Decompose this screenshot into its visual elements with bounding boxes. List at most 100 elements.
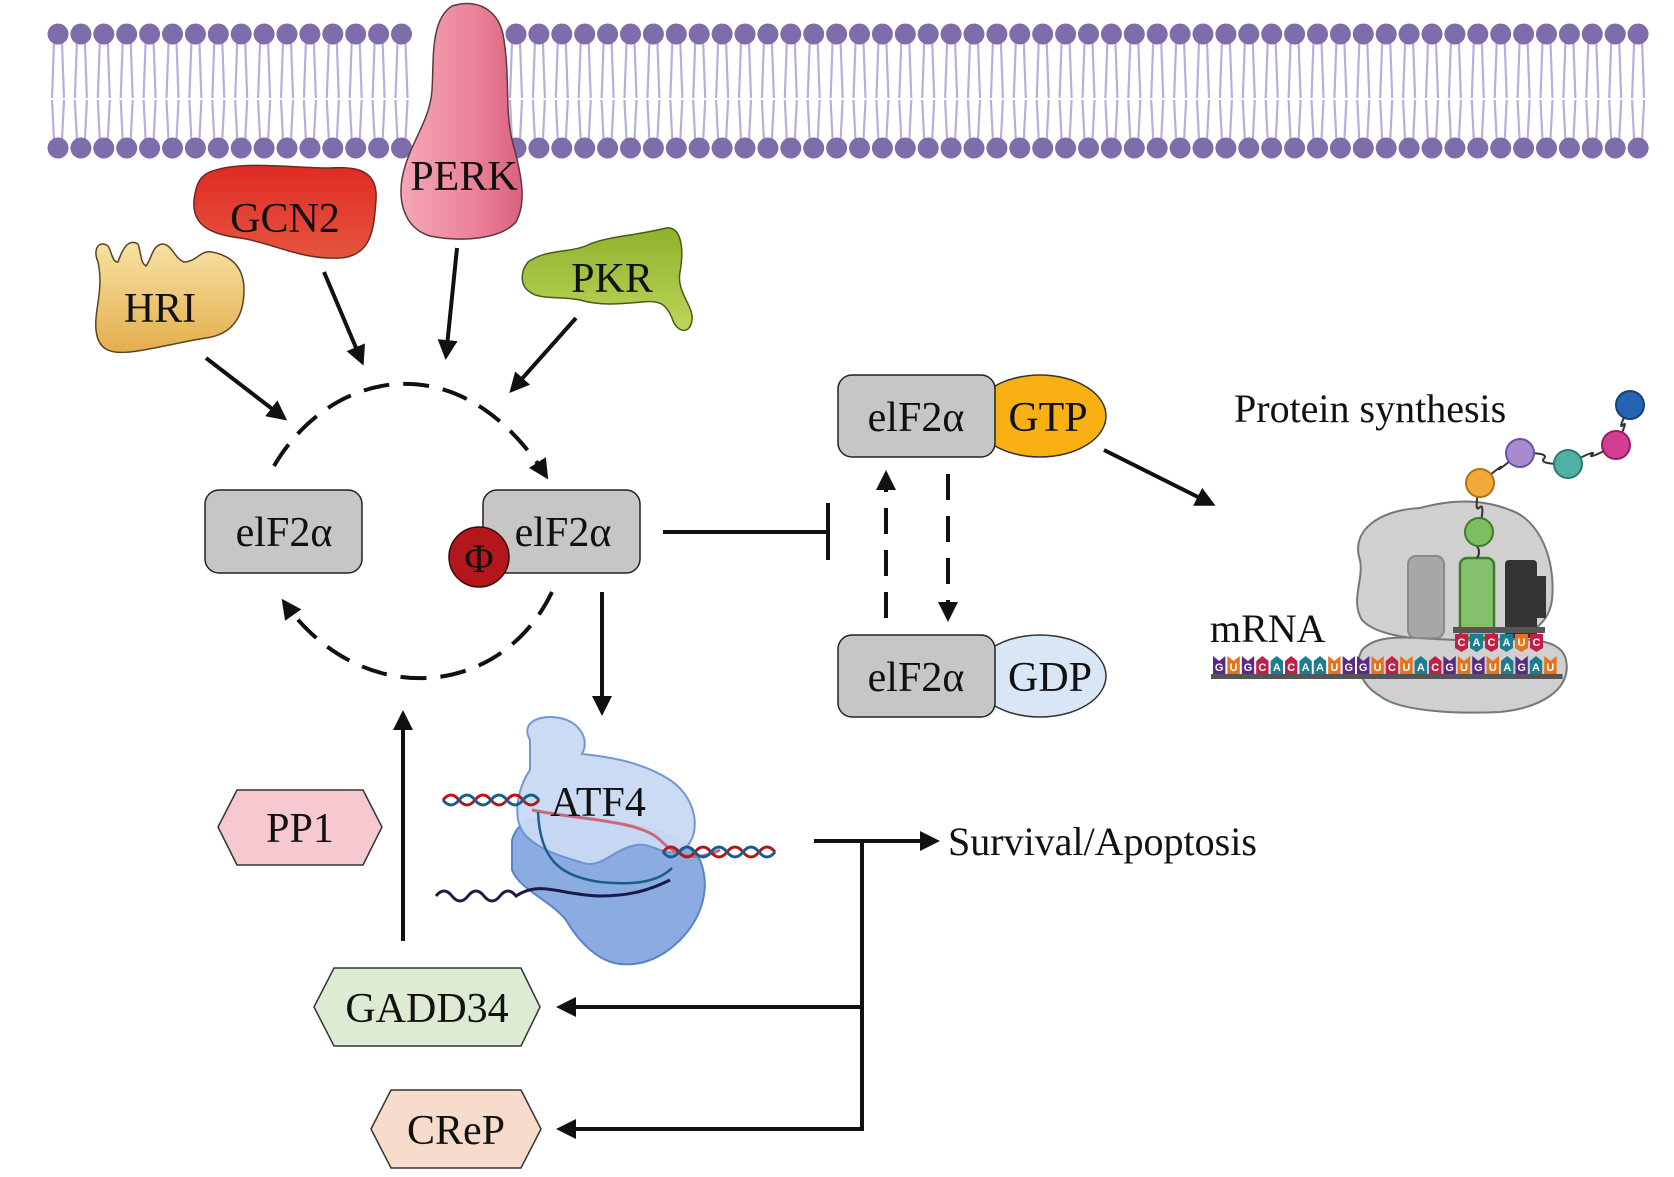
gcn2-shape	[193, 164, 377, 259]
inner-strand	[536, 811, 673, 885]
lipid-tail	[1310, 41, 1325, 99]
lipid-head	[620, 23, 641, 45]
lipid-tail	[669, 41, 684, 99]
trna-a-site-notch	[1535, 576, 1546, 618]
cycle-dephosphorylation-arc	[281, 591, 554, 680]
base-shape	[1515, 656, 1528, 674]
lipid-head	[780, 137, 802, 159]
base-shape	[1530, 634, 1543, 652]
lipid-tail	[1127, 41, 1142, 99]
eif2a-label: elF2α	[236, 510, 333, 556]
lipid-head	[391, 137, 412, 159]
lipid-head	[1284, 23, 1306, 45]
lipid-head	[734, 137, 756, 159]
base-shape	[1227, 656, 1240, 674]
base-letter: C	[1488, 637, 1496, 649]
lipid-head	[139, 137, 161, 159]
lipid-tail	[1631, 41, 1646, 99]
mrna-base: A	[1299, 656, 1312, 674]
gadd34-hexagon	[313, 967, 541, 1047]
mrna-base: A	[1529, 656, 1543, 674]
mrna-base: A	[1313, 656, 1327, 674]
base-shape	[1486, 656, 1499, 674]
lipid-tail	[165, 41, 180, 99]
lipid-head	[894, 137, 916, 159]
lipid-head	[826, 137, 848, 159]
protein-synthesis-label: Protein synthesis	[1234, 386, 1506, 431]
lipid-head	[253, 23, 275, 45]
pp1-label: PP1	[266, 806, 334, 852]
lipid-tail	[325, 41, 340, 99]
lipid-tail	[302, 41, 317, 99]
lipid-head	[1558, 137, 1580, 159]
pkr-shape	[521, 227, 693, 331]
nascent-peptide-chain	[1464, 390, 1645, 559]
lipid-tail	[211, 41, 226, 99]
lipid-tail	[1379, 41, 1394, 99]
base-shape	[1455, 634, 1468, 652]
lipid-tail	[1127, 99, 1142, 141]
base-shape	[1357, 656, 1370, 674]
eif2a-phosphorylated: elF2α Φ	[448, 489, 641, 588]
mrna-base: G	[1241, 656, 1255, 674]
lipid-head	[322, 137, 344, 159]
base-letter: G	[1244, 662, 1253, 674]
base-letter: U	[1230, 662, 1238, 674]
lipid-tail	[96, 41, 111, 99]
base-shape	[1501, 656, 1514, 674]
lipid-tail	[737, 41, 753, 99]
lipid-tail	[119, 41, 134, 99]
lipid-head	[826, 23, 848, 45]
base-shape	[1285, 656, 1298, 674]
base-shape	[1313, 656, 1327, 674]
lipid-head	[597, 137, 619, 159]
anticodon-base: U	[1515, 634, 1528, 652]
base-shape	[1485, 634, 1498, 652]
lipid-tail	[783, 41, 798, 99]
mrna-base: U	[1227, 656, 1240, 674]
lipid-tail	[257, 41, 272, 99]
base-letter: C	[1431, 662, 1439, 674]
lipid-head	[1352, 23, 1374, 45]
lipid-head	[345, 137, 367, 159]
lipid-tail	[234, 99, 249, 141]
lipid-tail	[211, 99, 226, 141]
lipid-tail	[829, 99, 844, 141]
eif2a-gtp-box	[837, 374, 996, 458]
mrna-base: U	[1486, 656, 1499, 674]
lipid-tail	[623, 99, 638, 141]
base-shape	[1256, 656, 1269, 674]
eif2a-box	[204, 489, 363, 574]
eif2a-unphosphorylated: elF2α	[204, 489, 363, 574]
base-shape	[1342, 656, 1355, 674]
lipid-tail	[1539, 41, 1554, 99]
lipid-head	[917, 137, 939, 159]
base-shape	[1385, 656, 1399, 674]
lipid-tail	[1150, 41, 1165, 99]
anticodon-base: A	[1500, 634, 1513, 652]
lipid-head	[253, 137, 275, 159]
mrna-base: C	[1385, 656, 1399, 674]
lipid-head	[803, 23, 825, 45]
eif2a-gtp-label: elF2α	[868, 395, 965, 441]
dna-helix-right-red	[661, 845, 777, 859]
lipid-head	[963, 137, 985, 159]
mrna-base: C	[1429, 656, 1442, 674]
lipid-tail	[829, 41, 844, 99]
base-letter: U	[1330, 662, 1338, 674]
lipid-tail	[1287, 99, 1302, 141]
lipid-head	[47, 137, 69, 159]
lipid-head	[1604, 137, 1626, 159]
lipid-head	[299, 23, 321, 45]
lipid-tail	[234, 41, 249, 99]
amino-acid-bead	[1553, 449, 1583, 479]
base-letter: C	[1287, 662, 1295, 674]
lipid-head	[917, 23, 939, 45]
lipid-tail	[50, 41, 66, 99]
lipid-tail	[966, 99, 982, 141]
lipid-head	[1238, 137, 1260, 159]
lipid-tail	[1493, 41, 1508, 99]
phosphatase-crep: CReP	[370, 1089, 542, 1169]
base-letter: C	[1258, 662, 1266, 674]
lipid-tail	[188, 41, 203, 99]
